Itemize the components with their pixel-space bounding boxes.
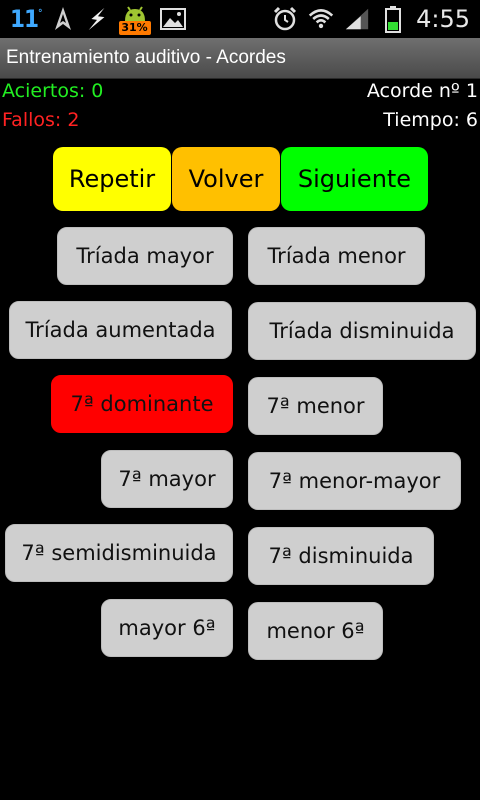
chord-button-7-semidisminuida[interactable]: 7ª semidisminuida <box>5 524 233 582</box>
volver-button[interactable]: Volver <box>172 147 280 211</box>
repetir-button[interactable]: Repetir <box>53 147 171 211</box>
lightning-icon <box>84 6 110 32</box>
chord-button-triada-mayor[interactable]: Tríada mayor <box>57 227 233 285</box>
chord-button-triada-menor[interactable]: Tríada menor <box>248 227 425 285</box>
status-bar: 11° 31% <box>0 0 480 38</box>
chord-button-7-disminuida[interactable]: 7ª disminuida <box>248 527 434 585</box>
battery-icon <box>380 6 406 33</box>
chord-button-7-menor-mayor[interactable]: 7ª menor-mayor <box>248 452 461 510</box>
battery-badge: 31% <box>118 21 151 35</box>
tiempo-label: Tiempo: 6 <box>383 109 478 131</box>
signal-icon <box>344 6 370 32</box>
status-bar-right: 4:55 <box>272 0 470 38</box>
clock-time: 4:55 <box>416 5 470 33</box>
app-title: Entrenamiento auditivo - Acordes <box>6 47 286 68</box>
weather-temperature: 11° <box>10 5 42 33</box>
chord-button-triada-disminuida[interactable]: Tríada disminuida <box>248 302 476 360</box>
chord-button-triada-aumentada[interactable]: Tríada aumentada <box>9 301 232 359</box>
siguiente-button[interactable]: Siguiente <box>281 147 428 211</box>
starfleet-icon <box>50 6 76 32</box>
chord-button-mayor-6[interactable]: mayor 6ª <box>101 599 233 657</box>
android-battery-icon: 31% <box>118 3 152 35</box>
chord-button-7-dominante[interactable]: 7ª dominante <box>51 375 233 433</box>
chord-button-7-mayor[interactable]: 7ª mayor <box>101 450 233 508</box>
app-title-bar: Entrenamiento auditivo - Acordes <box>0 38 480 79</box>
chord-button-menor-6[interactable]: menor 6ª <box>248 602 383 660</box>
temperature-unit: ° <box>38 8 42 19</box>
aciertos-label: Aciertos: 0 <box>2 80 104 102</box>
gallery-icon <box>159 6 186 32</box>
alarm-icon <box>272 6 298 32</box>
wifi-icon <box>308 6 334 32</box>
temperature-value: 11 <box>10 5 39 33</box>
fallos-label: Fallos: 2 <box>2 109 80 131</box>
status-bar-left: 11° 31% <box>10 0 186 38</box>
chord-button-7-menor[interactable]: 7ª menor <box>248 377 383 435</box>
acorde-label: Acorde nº 1 <box>366 80 478 102</box>
